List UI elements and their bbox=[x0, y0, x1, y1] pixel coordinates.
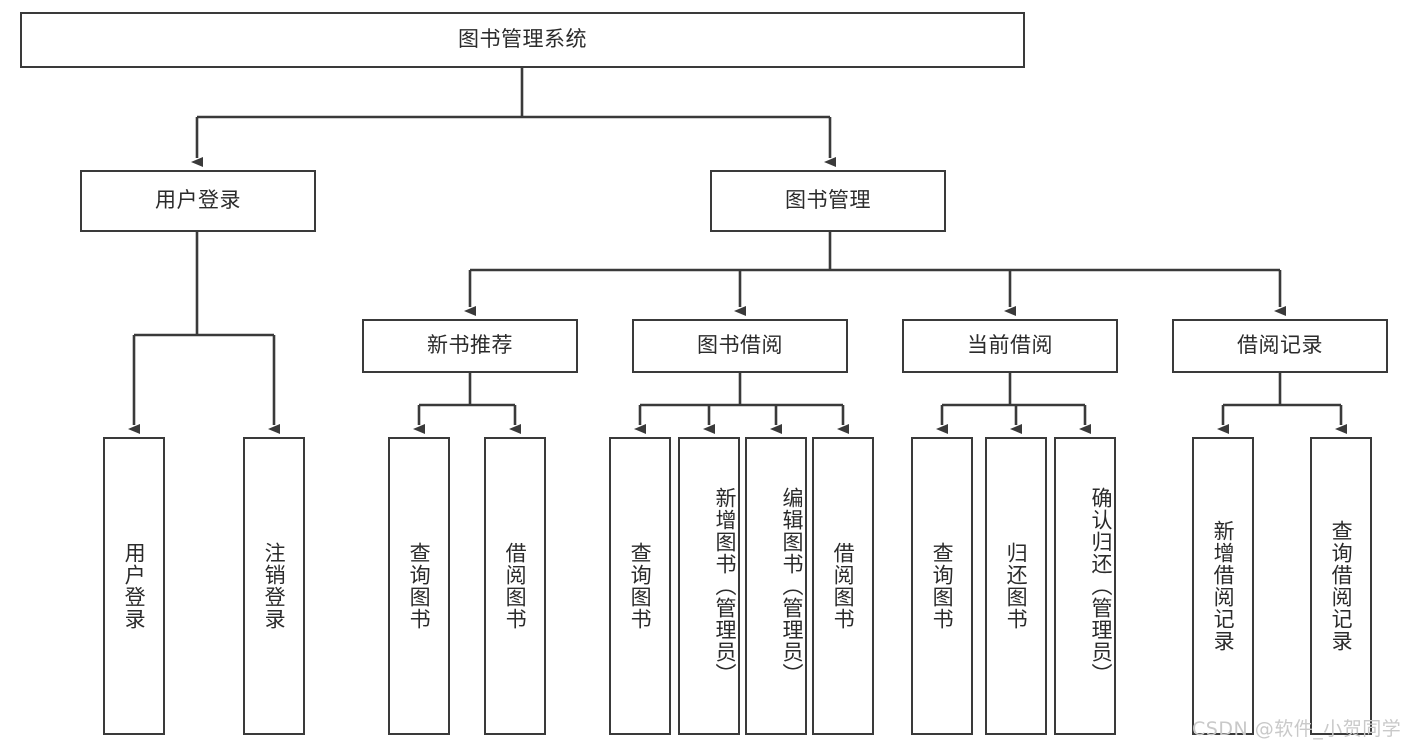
node-leaf-user-login[interactable]: 用户登录 bbox=[103, 437, 165, 735]
node-leaf-borrow-book[interactable]: 借阅图书 bbox=[812, 437, 874, 735]
node-current-borrow[interactable]: 当前借阅 bbox=[902, 319, 1118, 373]
node-new-book-rec[interactable]: 新书推荐 bbox=[362, 319, 578, 373]
node-book-borrow[interactable]: 图书借阅 bbox=[632, 319, 848, 373]
node-leaf-query-book-borrow[interactable]: 查询图书 bbox=[609, 437, 671, 735]
node-user-login[interactable]: 用户登录 bbox=[80, 170, 316, 232]
node-leaf-borrow-book-rec[interactable]: 借阅图书 bbox=[484, 437, 546, 735]
node-leaf-query-book-rec[interactable]: 查询图书 bbox=[388, 437, 450, 735]
node-book-manage[interactable]: 图书管理 bbox=[710, 170, 946, 232]
node-leaf-query-borrow-record[interactable]: 查询借阅记录 bbox=[1310, 437, 1372, 735]
node-leaf-add-borrow-record[interactable]: 新增借阅记录 bbox=[1192, 437, 1254, 735]
node-leaf-add-book-admin[interactable]: 新增图书（管理员） bbox=[678, 437, 740, 735]
node-borrow-record[interactable]: 借阅记录 bbox=[1172, 319, 1388, 373]
node-leaf-edit-book-admin[interactable]: 编辑图书（管理员） bbox=[745, 437, 807, 735]
node-root[interactable]: 图书管理系统 bbox=[20, 12, 1025, 68]
node-leaf-user-logout[interactable]: 注销登录 bbox=[243, 437, 305, 735]
node-leaf-return-book[interactable]: 归还图书 bbox=[985, 437, 1047, 735]
node-leaf-query-book-current[interactable]: 查询图书 bbox=[911, 437, 973, 735]
node-leaf-confirm-return-admin[interactable]: 确认归还（管理员） bbox=[1054, 437, 1116, 735]
watermark-text: CSDN @软件_小贺同学 bbox=[1192, 718, 1402, 740]
